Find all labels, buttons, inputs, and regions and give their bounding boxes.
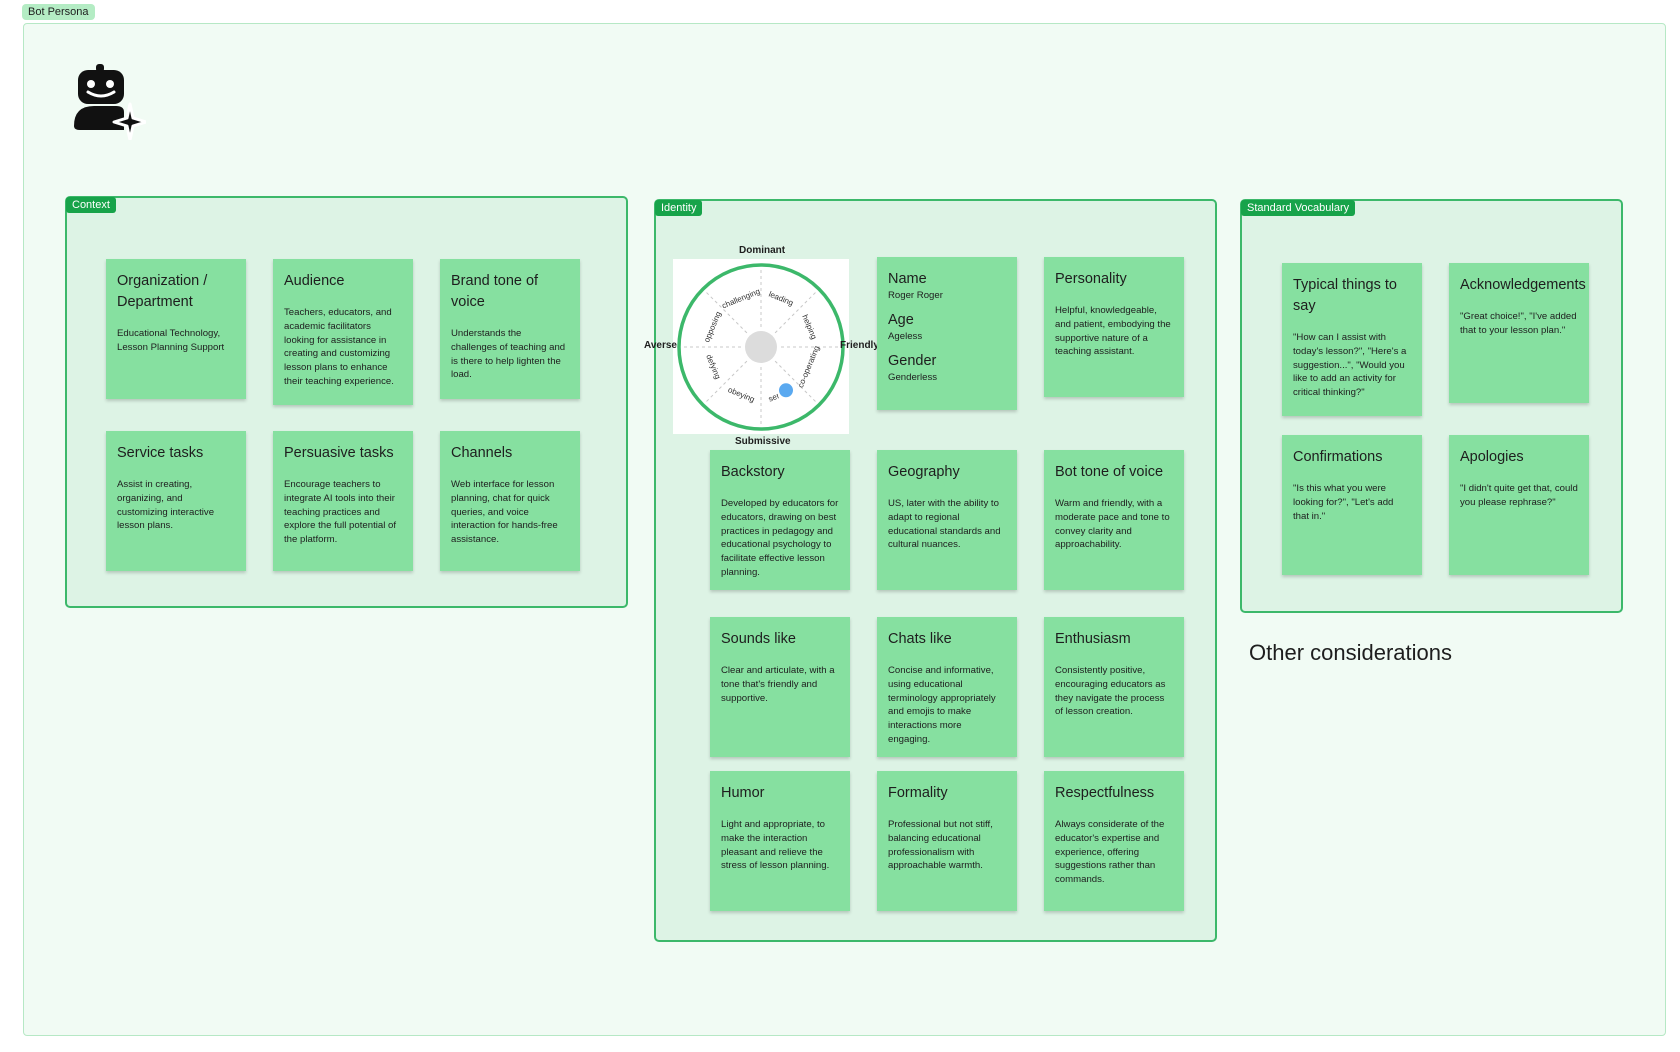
- sticky-persuasive-tasks[interactable]: Persuasive tasks Encourage teachers to i…: [273, 431, 413, 571]
- sticky-title: Service tasks: [117, 445, 204, 461]
- sticky-title: Sounds like: [721, 631, 796, 647]
- sticky-geography[interactable]: Geography US, later with the ability to …: [877, 450, 1017, 590]
- sticky-formality[interactable]: Formality Professional but not stiff, ba…: [877, 771, 1017, 911]
- sticky-body: Professional but not stiff, balancing ed…: [888, 819, 993, 872]
- sticky-bot-tone[interactable]: Bot tone of voice Warm and friendly, wit…: [1044, 450, 1184, 590]
- sticky-title: Backstory: [721, 464, 785, 480]
- sticky-title: Chats like: [888, 631, 952, 647]
- sticky-body: "Is this what you were looking for?", "L…: [1293, 483, 1394, 522]
- wheel-spoke: [774, 360, 817, 403]
- sticky-body: Concise and informative, using education…: [888, 665, 996, 745]
- sticky-body: Web interface for lesson planning, chat …: [451, 479, 558, 546]
- sticky-title: Personality: [1055, 271, 1127, 287]
- wheel-position-marker: [777, 381, 795, 400]
- sticky-service-tasks[interactable]: Service tasks Assist in creating, organi…: [106, 431, 246, 571]
- age-title: Age: [888, 312, 914, 328]
- sticky-sounds-like[interactable]: Sounds like Clear and articulate, with a…: [710, 617, 850, 757]
- age-value: Ageless: [888, 331, 923, 342]
- wheel-spoke: [774, 291, 817, 334]
- wheel-label-averse: Averse: [644, 340, 677, 351]
- wheel-outer-ring: [677, 263, 845, 431]
- sticky-chats-like[interactable]: Chats like Concise and informative, usin…: [877, 617, 1017, 757]
- wheel-segment-label: obeying: [727, 385, 756, 404]
- sticky-title: Apologies: [1460, 449, 1524, 465]
- sticky-body: "Great choice!", "I've added that to you…: [1460, 311, 1577, 336]
- sticky-body: Encourage teachers to integrate AI tools…: [284, 479, 397, 546]
- sticky-body: Understands the challenges of teaching a…: [451, 328, 566, 381]
- wheel-spoke: [705, 360, 748, 403]
- sticky-title: Geography: [888, 464, 960, 480]
- sticky-title: Formality: [888, 785, 948, 801]
- name-title: Name: [888, 271, 927, 287]
- wheel-segment-label: opposing: [702, 310, 723, 343]
- sticky-brand-tone[interactable]: Brand tone of voice Understands the chal…: [440, 259, 580, 399]
- sticky-body: "How can I assist with today's lesson?",…: [1293, 332, 1407, 399]
- sticky-body: Helpful, knowledgeable, and patient, emb…: [1055, 305, 1171, 358]
- gender-value: Genderless: [888, 372, 938, 383]
- sticky-acknowledgements[interactable]: Acknowledgements "Great choice!", "I've …: [1449, 263, 1589, 403]
- frame-label[interactable]: Bot Persona: [22, 4, 95, 20]
- wheel-segment-label: helping: [800, 313, 818, 340]
- bot-sparkle-icon: [74, 64, 146, 140]
- sticky-apologies[interactable]: Apologies "I didn't quite get that, coul…: [1449, 435, 1589, 575]
- sticky-title: Confirmations: [1293, 449, 1383, 465]
- sticky-body: US, later with the ability to adapt to r…: [888, 498, 1001, 551]
- wheel-segment-label: co-operating: [796, 344, 821, 389]
- name-value: Roger Roger: [888, 290, 943, 301]
- sticky-title: Persuasive tasks: [284, 445, 394, 461]
- sticky-title: Brand tone of voice: [451, 273, 539, 310]
- context-section-label[interactable]: Context: [66, 197, 116, 213]
- sticky-confirmations[interactable]: Confirmations "Is this what you were loo…: [1282, 435, 1422, 575]
- sticky-channels[interactable]: Channels Web interface for lesson planni…: [440, 431, 580, 571]
- sticky-audience[interactable]: Audience Teachers, educators, and academ…: [273, 259, 413, 405]
- sticky-body: Developed by educators for educators, dr…: [721, 498, 839, 578]
- sticky-title: Respectfulness: [1055, 785, 1155, 801]
- sticky-name-age-gender[interactable]: Name Roger Roger Age Ageless Gender Gend…: [877, 257, 1017, 410]
- sticky-title: Audience: [284, 273, 345, 289]
- sticky-body: Always considerate of the educator's exp…: [1055, 819, 1165, 886]
- sticky-respectfulness[interactable]: Respectfulness Always considerate of the…: [1044, 771, 1184, 911]
- sticky-title: Enthusiasm: [1055, 631, 1131, 647]
- sticky-title: Bot tone of voice: [1055, 464, 1164, 480]
- sticky-organization[interactable]: Organization / Department Educational Te…: [106, 259, 246, 399]
- sticky-title: Acknowledgements: [1460, 277, 1586, 293]
- gender-title: Gender: [888, 353, 937, 369]
- wheel-segment-label: challenging: [721, 287, 762, 311]
- sticky-body: Assist in creating, organizing, and cust…: [117, 479, 215, 532]
- sticky-body: Educational Technology, Lesson Planning …: [117, 328, 225, 353]
- wheel-center: [745, 331, 777, 363]
- sticky-body: Clear and articulate, with a tone that's…: [721, 665, 835, 704]
- sticky-title: Organization / Department: [117, 273, 208, 310]
- sticky-title: Typical things to say: [1293, 277, 1397, 314]
- vocabulary-section-label[interactable]: Standard Vocabulary: [1241, 200, 1356, 216]
- sticky-body: "I didn't quite get that, could you plea…: [1460, 483, 1578, 508]
- wheel-segment-label: defying: [704, 353, 722, 380]
- wheel-segment-label: leading: [767, 290, 794, 308]
- sticky-body: Warm and friendly, with a moderate pace …: [1055, 498, 1170, 551]
- wheel-label-submissive: Submissive: [735, 436, 791, 447]
- wheel-spoke: [705, 291, 748, 334]
- identity-section-label[interactable]: Identity: [655, 200, 703, 216]
- sticky-personality[interactable]: Personality Helpful, knowledgeable, and …: [1044, 257, 1184, 397]
- other-considerations-heading[interactable]: Other considerations: [1249, 640, 1452, 665]
- sticky-body: Teachers, educators, and academic facili…: [284, 307, 394, 387]
- sticky-body: Light and appropriate, to make the inter…: [721, 819, 830, 872]
- personality-wheel-graphic: leadinghelpingco-operatingservingobeying…: [677, 263, 845, 431]
- wheel-label-friendly: Friendly: [840, 340, 879, 351]
- sticky-title: Channels: [451, 445, 513, 461]
- sticky-typical-things[interactable]: Typical things to say "How can I assist …: [1282, 263, 1422, 416]
- wheel-label-dominant: Dominant: [739, 245, 786, 256]
- sticky-title: Humor: [721, 785, 765, 801]
- sticky-backstory[interactable]: Backstory Developed by educators for edu…: [710, 450, 850, 590]
- sticky-humor[interactable]: Humor Light and appropriate, to make the…: [710, 771, 850, 911]
- sticky-body: Consistently positive, encouraging educa…: [1055, 665, 1166, 718]
- sticky-enthusiasm[interactable]: Enthusiasm Consistently positive, encour…: [1044, 617, 1184, 757]
- personality-wheel[interactable]: leadinghelpingco-operatingservingobeying…: [673, 259, 849, 434]
